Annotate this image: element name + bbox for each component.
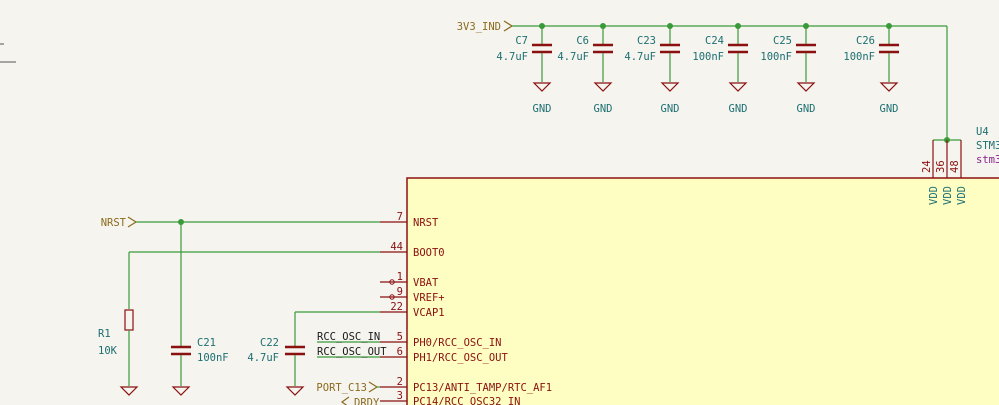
hierarchical-label-drdy[interactable]: DRDY: [340, 396, 380, 405]
hierarchical-label-port-c13[interactable]: PORT_C13: [316, 381, 379, 394]
u4-body[interactable]: [406, 177, 999, 405]
ground-symbol-c24: [728, 82, 748, 92]
pin-number-1: 1: [397, 271, 403, 283]
c23-ref: C23: [637, 35, 656, 47]
pin-name-nrst: NRST: [413, 217, 439, 229]
pin-name-vref: VREF+: [413, 292, 445, 304]
pin-number-36: 36: [935, 160, 947, 173]
u4-footprint: stm3: [976, 154, 999, 166]
ground-symbol-c22: [285, 386, 305, 396]
label-nrst: NRST: [101, 217, 127, 229]
hierarchical-label-3v3-ind[interactable]: 3V3_IND: [457, 20, 514, 33]
ground-symbol-r1: [119, 386, 139, 396]
u4-part: STM3: [976, 140, 999, 152]
u4-ref: U4: [976, 126, 989, 138]
c26-ref: C26: [856, 35, 875, 47]
pin-number-3: 3: [397, 390, 403, 402]
pin-name-ph1-rcc-osc-out: PH1/RCC_OSC_OUT: [413, 352, 509, 364]
label-port-c13: PORT_C13: [316, 382, 367, 394]
capacitor-c6[interactable]: [593, 43, 613, 54]
pin-name-vdd-48: VDD: [956, 186, 968, 205]
capacitor-c22[interactable]: [285, 345, 305, 356]
ground-symbol-c6: [593, 82, 613, 92]
decoupling-capacitors: C7 4.7uF GND C6 4.7uF GND C23 4.7uF GND C24 100nF G…: [496, 23, 899, 115]
netlabel-rcc-osc-out[interactable]: RCC_OSC_OUT: [317, 346, 387, 358]
nc-marker-9: [389, 294, 395, 300]
hierarchical-label-nrst[interactable]: NRST: [101, 216, 138, 229]
label-drdy: DRDY: [354, 397, 380, 405]
r1-value: 10K: [98, 345, 118, 357]
capacitor-c21[interactable]: [171, 345, 191, 356]
pin-number-44: 44: [390, 241, 403, 253]
c23-value: 4.7uF: [624, 51, 656, 63]
pin-name-pc13-anti-tamp-rtc-af1: PC13/ANTI_TAMP/RTC_AF1: [413, 382, 552, 394]
ground-symbol-c7: [532, 82, 552, 92]
c6-ref: C6: [576, 35, 589, 47]
ground-symbol-c21: [171, 386, 191, 396]
capacitor-c7[interactable]: [532, 43, 552, 54]
c7-gnd-label: GND: [533, 103, 552, 115]
nc-marker-1: [389, 279, 395, 285]
pin-number-7: 7: [397, 211, 403, 223]
pin-name-ph0-rcc-osc-in: PH0/RCC_OSC_IN: [413, 337, 502, 349]
pin-number-5: 5: [397, 331, 403, 343]
c21-value: 100nF: [197, 352, 229, 364]
c21-ref: C21: [197, 337, 216, 349]
c6-gnd-label: GND: [594, 103, 613, 115]
ground-symbol-c23: [660, 82, 680, 92]
c22-value: 4.7uF: [247, 352, 279, 364]
netlabel-rcc-osc-in[interactable]: RCC_OSC_IN: [317, 331, 380, 343]
pin-number-22: 22: [390, 301, 403, 313]
c25-ref: C25: [773, 35, 792, 47]
pin-name-pc14-rcc-osc32-in: PC14/RCC_OSC32_IN: [413, 396, 520, 405]
pin-number-2: 2: [397, 376, 403, 388]
c23-gnd-label: GND: [661, 103, 680, 115]
c7-value: 4.7uF: [496, 51, 528, 63]
capacitor-c24[interactable]: [728, 43, 748, 54]
c25-gnd-label: GND: [797, 103, 816, 115]
c7-ref: C7: [515, 35, 528, 47]
c24-gnd-label: GND: [729, 103, 748, 115]
ground-symbol-c25: [796, 82, 816, 92]
c26-value: 100nF: [843, 51, 875, 63]
pin-number-6: 6: [397, 346, 403, 358]
c24-value: 100nF: [692, 51, 724, 63]
pin-number-9: 9: [397, 286, 403, 298]
label-3v3-ind: 3V3_IND: [457, 21, 501, 33]
pin-name-boot0: BOOT0: [413, 247, 445, 259]
c6-value: 4.7uF: [557, 51, 589, 63]
capacitor-c23[interactable]: [660, 43, 680, 54]
c26-gnd-label: GND: [880, 103, 899, 115]
capacitor-c26[interactable]: [879, 43, 899, 54]
ground-symbol-c26: [879, 82, 899, 92]
pin-number-24: 24: [921, 160, 933, 173]
c24-ref: C24: [705, 35, 724, 47]
pin-name-vcap1: VCAP1: [413, 307, 445, 319]
c22-ref: C22: [260, 337, 279, 349]
r1-ref: R1: [98, 328, 111, 340]
pin-number-48: 48: [949, 160, 961, 173]
capacitor-c25[interactable]: [796, 43, 816, 54]
pin-name-vbat: VBAT: [413, 277, 439, 289]
c25-value: 100nF: [760, 51, 792, 63]
pin-name-vdd-24: VDD: [928, 186, 940, 205]
resistor-r1[interactable]: [124, 309, 134, 331]
pin-name-vdd-36: VDD: [942, 186, 954, 205]
